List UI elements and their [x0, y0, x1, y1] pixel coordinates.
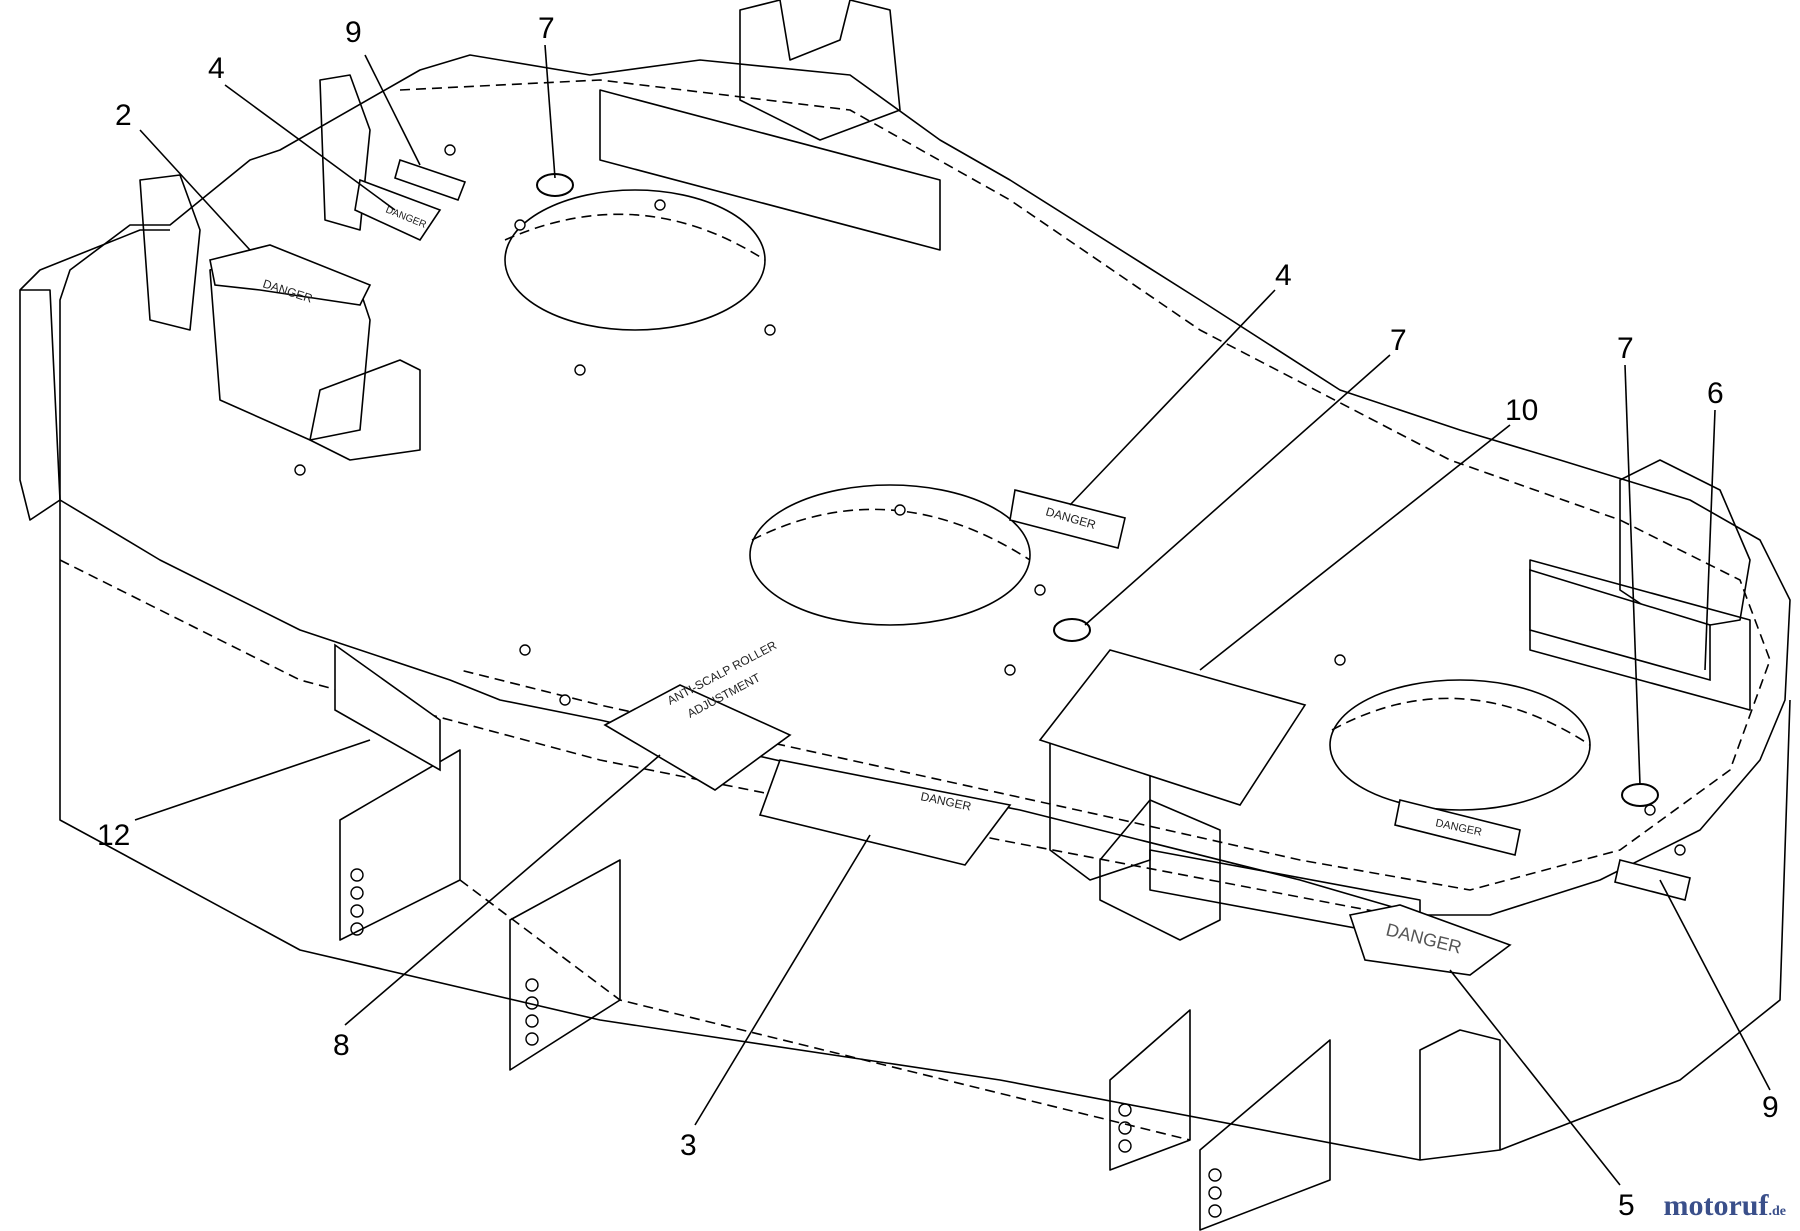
center-hinge-cradle	[1099, 799, 1221, 941]
decal-9-right	[1614, 859, 1691, 901]
decal-9-rear	[394, 158, 467, 202]
plate-hole	[525, 978, 539, 992]
front-plate-3	[1109, 1009, 1191, 1171]
leader-5	[1449, 969, 1621, 1186]
leader-3	[694, 834, 871, 1126]
deck-hole	[294, 464, 306, 476]
right-guard	[1419, 1029, 1501, 1160]
left-rail	[19, 289, 61, 521]
deck-hole	[574, 364, 586, 376]
plate-hole	[525, 996, 539, 1010]
leader-12	[134, 739, 371, 821]
callout-10: 10	[1505, 394, 1538, 427]
callout-4: 4	[208, 52, 225, 85]
deck-hole	[1004, 664, 1016, 676]
grommet-center	[1053, 618, 1091, 642]
callout-7: 7	[538, 12, 555, 45]
deck-hole	[559, 694, 571, 706]
leader-9b	[1659, 879, 1771, 1091]
deck-inner-edge	[399, 79, 1771, 891]
left-hinge-arm	[319, 74, 371, 231]
front-skirt-rear-dashed	[459, 879, 1191, 1141]
callout-2: 2	[115, 99, 132, 132]
plate-hole	[1208, 1168, 1222, 1182]
deck-skirt-lower	[59, 559, 1421, 921]
deck-hole	[519, 644, 531, 656]
leader-10	[1199, 424, 1511, 671]
rear-bracket	[739, 0, 901, 141]
leader-7c	[1624, 364, 1641, 786]
plate-hole	[1118, 1121, 1132, 1135]
leader-2	[139, 129, 251, 251]
plate-hole	[1118, 1103, 1132, 1117]
leader-7a	[544, 44, 556, 179]
leader-4b	[1069, 289, 1276, 506]
decal-12	[334, 643, 441, 772]
decal-5-danger	[1348, 904, 1512, 976]
deck-hole	[1644, 804, 1656, 816]
plate-hole	[350, 886, 364, 900]
plate-hole	[1118, 1139, 1132, 1153]
left-hinge-cradle	[309, 359, 421, 461]
right-hinge-bracket	[1619, 459, 1751, 631]
blade-opening-center	[749, 484, 1031, 626]
blade-opening-right-shade	[1331, 697, 1591, 746]
watermark: motoruf.de	[1664, 1189, 1786, 1223]
plate-hole	[525, 1032, 539, 1046]
decal-3-danger	[758, 759, 1012, 866]
deck-hole	[764, 324, 776, 336]
callout-8: 8	[333, 1029, 350, 1062]
deck-hole	[654, 199, 666, 211]
decal-6	[1529, 568, 1711, 682]
leader-7b	[1084, 354, 1391, 626]
plate-hole	[350, 904, 364, 918]
deck-hole	[894, 504, 906, 516]
blade-opening-left-shade	[504, 213, 766, 261]
front-plate-1	[339, 749, 461, 941]
blade-opening-center-shade	[751, 508, 1031, 561]
decal-4-right	[1394, 799, 1521, 856]
callout-6: 6	[1707, 377, 1724, 410]
callout-9: 9	[345, 16, 362, 49]
grommet-right	[1621, 783, 1659, 807]
leader-8	[344, 754, 661, 1026]
decal-4-center	[1009, 489, 1126, 549]
decal-10-instructions	[1038, 649, 1307, 806]
deck-top-outline	[59, 54, 1791, 916]
decal-4-rear	[354, 178, 442, 242]
rear-plate	[599, 89, 941, 251]
callout-7: 7	[1390, 324, 1407, 357]
watermark-suffix: .de	[1768, 1204, 1787, 1219]
plate-hole	[1208, 1186, 1222, 1200]
deck-hole	[514, 219, 526, 231]
callout-4: 4	[1275, 259, 1292, 292]
watermark-brand: motoruf	[1663, 1189, 1769, 1222]
left-rail-top	[19, 229, 170, 291]
decal-8-anti-scalp	[603, 684, 792, 791]
deck-front-skirt	[59, 500, 1791, 1161]
deck-hole	[444, 144, 456, 156]
deck-hole	[1334, 654, 1346, 666]
blade-opening-left	[504, 189, 766, 331]
callout-12: 12	[97, 819, 130, 852]
leader-6	[1704, 409, 1716, 671]
leader-4a	[224, 84, 396, 211]
decal-2-danger	[209, 244, 372, 306]
callout-9: 9	[1762, 1091, 1779, 1124]
plate-hole	[525, 1014, 539, 1028]
callout-5: 5	[1618, 1189, 1635, 1222]
deck-hole	[1034, 584, 1046, 596]
callout-3: 3	[680, 1129, 697, 1162]
plate-hole	[350, 868, 364, 882]
leader-9a	[364, 54, 421, 166]
plate-hole	[350, 922, 364, 936]
front-plate-4	[1199, 1039, 1331, 1231]
callout-7: 7	[1617, 332, 1634, 365]
deck-hole	[1674, 844, 1686, 856]
plate-hole	[1208, 1204, 1222, 1218]
left-hinge-plate	[139, 174, 201, 331]
